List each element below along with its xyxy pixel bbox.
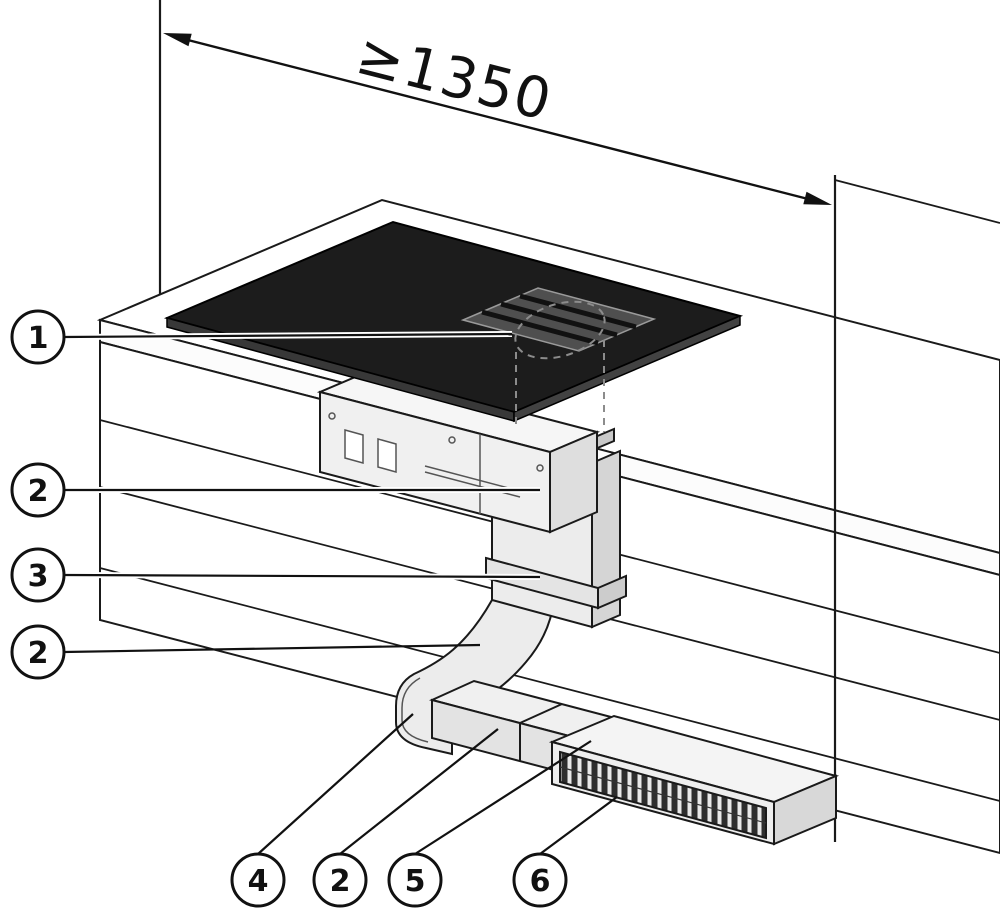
- blower-vent-slot: [344, 429, 364, 464]
- callout-1-label: 1: [28, 321, 49, 356]
- callout-5-circle: [387, 852, 443, 908]
- drawer-line: [99, 567, 1000, 802]
- callout-6-circle: [512, 852, 568, 908]
- cooktop: [163, 220, 744, 432]
- callout-2-upper-label: 2: [28, 474, 49, 509]
- callout-2-mid: 2: [10, 624, 66, 680]
- callout-4-circle: [230, 852, 286, 908]
- callout-3: 3: [10, 547, 66, 603]
- leader-lines: [63, 331, 618, 855]
- plinth-unit-end-face: [773, 774, 837, 846]
- cooktop-right-edge: [513, 314, 741, 423]
- callout-6: 6: [512, 852, 568, 908]
- callout-2-bottom-label: 2: [330, 864, 351, 899]
- vent-grille-slat: [500, 301, 618, 338]
- leader-line-2-bottom: [339, 728, 499, 855]
- blower-screw: [536, 464, 544, 472]
- dimension-arrowhead-left: [163, 33, 192, 47]
- callout-2-upper-circle: [10, 462, 66, 518]
- callout-4: 4: [230, 852, 286, 908]
- duct-connector-side: [597, 574, 627, 610]
- blower-screw: [328, 412, 336, 420]
- callout-6-label: 6: [530, 864, 551, 899]
- blower-slot-line: [424, 465, 521, 492]
- blower-vent-slot: [377, 438, 397, 473]
- blower-unit-side-face: [549, 430, 598, 534]
- callout-2-bottom: 2: [312, 852, 368, 908]
- vent-grille-slat: [519, 293, 637, 330]
- tall-unit-edge: [834, 179, 1000, 224]
- callout-2-mid-circle: [10, 624, 66, 680]
- leader-line-3: [63, 573, 541, 579]
- callout-5-label: 5: [405, 864, 426, 899]
- leader-line-1: [63, 332, 513, 339]
- blower-screw: [448, 436, 456, 444]
- leader-line-6: [539, 796, 618, 855]
- callout-2-bottom-circle: [312, 852, 368, 908]
- leader-line-4: [257, 713, 414, 855]
- callout-4-label: 4: [248, 864, 269, 899]
- dimension-label: ≥1350: [350, 22, 559, 134]
- duct-elbow-inner-wall: [401, 677, 429, 743]
- leader-line-2-mid: [63, 643, 481, 654]
- callout-1: 1: [10, 309, 66, 365]
- callout-5: 5: [387, 852, 443, 908]
- callout-2-mid-label: 2: [28, 636, 49, 671]
- callout-1-circle: [10, 309, 66, 365]
- plinth-grille-midline: [559, 766, 767, 824]
- plinth-unit: [548, 714, 840, 846]
- callout-2-upper: 2: [10, 462, 66, 518]
- callout-3-label: 3: [28, 559, 49, 594]
- dimension-arrow-line: [183, 37, 813, 202]
- leader-line-5: [414, 740, 592, 855]
- flat-duct-seam: [519, 703, 563, 724]
- blower-unit: [316, 370, 601, 534]
- vent-grille-slat: [481, 309, 599, 346]
- dimension-arrowhead-right: [803, 191, 832, 205]
- callout-3-circle: [10, 547, 66, 603]
- hidden-duct-outline: [514, 300, 606, 360]
